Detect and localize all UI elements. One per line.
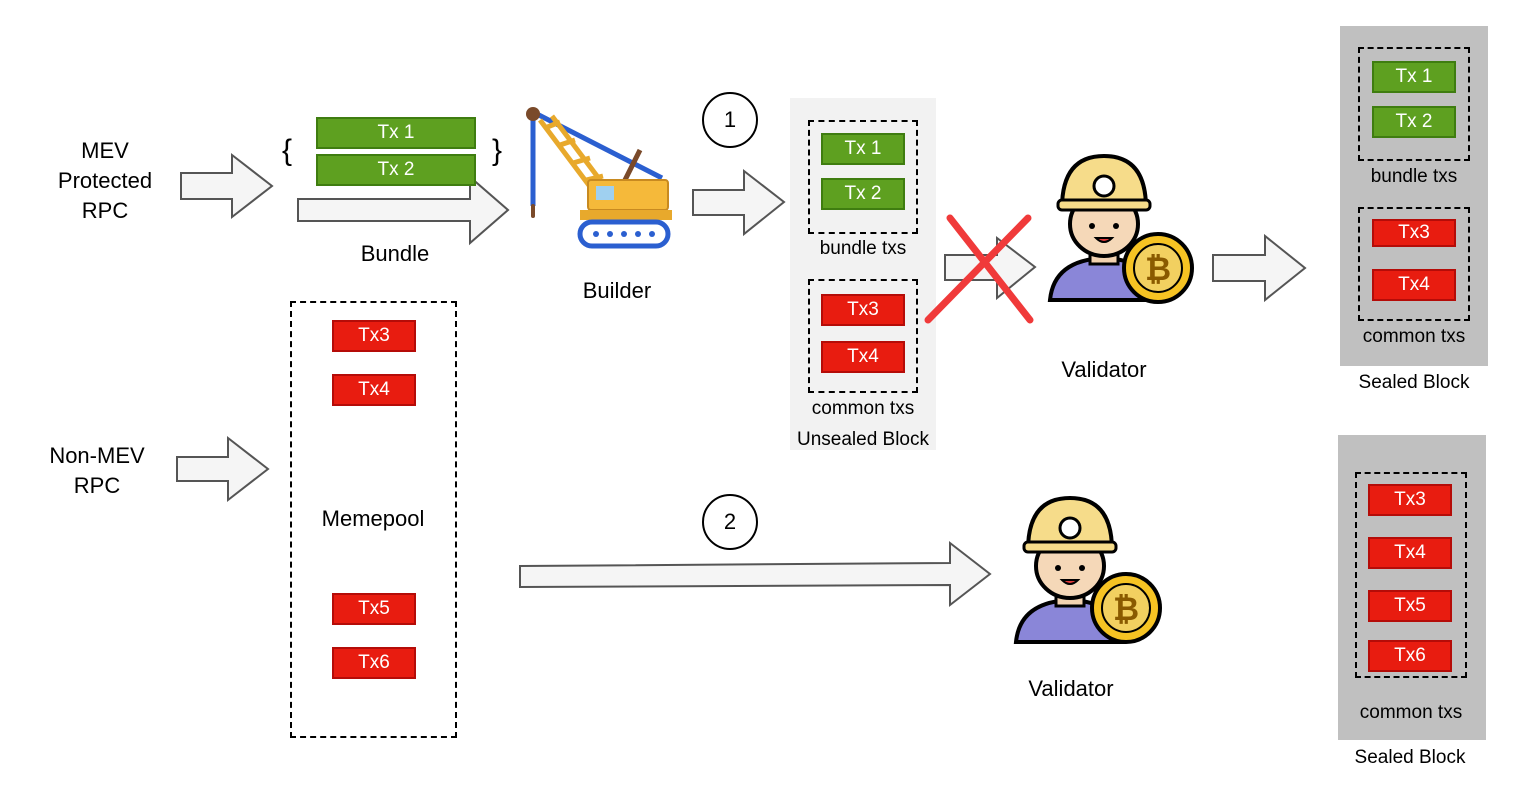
non-mev-rpc-label: Non-MEV RPC (32, 441, 162, 501)
sealed-top-common-tx-4: Tx4 (1372, 269, 1456, 301)
sealed-bottom-tx-3: Tx3 (1368, 484, 1452, 516)
sealed-top-common-label: common txs (1362, 326, 1466, 347)
mev-rpc-line-2: Protected (57, 168, 153, 193)
unsealed-block-label: Unsealed Block (796, 429, 930, 450)
sealed-bottom-common-label: common txs (1359, 702, 1463, 723)
non-mev-rpc-line-2: RPC (73, 473, 121, 498)
memepool-tx-6: Tx6 (332, 647, 416, 679)
sealed-bottom-tx-5: Tx5 (1368, 590, 1452, 622)
path-1-marker: 1 (702, 92, 758, 148)
memepool-tx-3: Tx3 (332, 320, 416, 352)
bundle-brace-open: { (282, 134, 293, 167)
svg-text:₿: ₿ (1113, 590, 1139, 628)
reject-cross-icon (924, 214, 1034, 324)
validator-bottom-label: Validator (1028, 676, 1114, 701)
bundle-tx-1: Tx 1 (316, 117, 476, 149)
builder-label: Builder (582, 278, 652, 303)
bundle-tx-2: Tx 2 (316, 154, 476, 186)
unsealed-bundle-label: bundle txs (819, 238, 907, 259)
memepool-tx-5: Tx5 (332, 593, 416, 625)
sealed-bottom-common-group (1355, 472, 1467, 678)
sealed-top-bundle-label: bundle txs (1370, 166, 1458, 187)
sealed-top-common-group (1358, 207, 1470, 321)
unsealed-common-label: common txs (811, 398, 915, 419)
unsealed-bundle-group (808, 120, 918, 234)
crane-icon (526, 107, 672, 249)
sealed-block-top-label: Sealed Block (1358, 372, 1470, 393)
bundle-arrow (297, 174, 510, 246)
validator-bottom-icon: ₿ (1013, 495, 1162, 644)
mev-rpc-line-1: MEV (81, 138, 129, 163)
unsealed-common-tx-4: Tx4 (821, 341, 905, 373)
memepool-tx-4: Tx4 (332, 374, 416, 406)
bundle-label: Bundle (360, 241, 430, 266)
validator-top-label: Validator (1061, 357, 1147, 382)
validator-to-sealed-arrow (1212, 233, 1307, 303)
sealed-top-bundle-group (1358, 47, 1470, 161)
unsealed-bundle-tx-1: Tx 1 (821, 133, 905, 165)
memepool-label: Memepool (321, 506, 425, 531)
unsealed-bundle-tx-2: Tx 2 (821, 178, 905, 210)
memepool-to-validator-arrow (519, 540, 992, 608)
sealed-top-bundle-tx-1: Tx 1 (1372, 61, 1456, 93)
path-2-marker: 2 (702, 494, 758, 550)
sealed-bottom-tx-4: Tx4 (1368, 537, 1452, 569)
unsealed-common-group (808, 279, 918, 393)
mev-rpc-label: MEV Protected RPC (40, 136, 170, 226)
non-mev-rpc-arrow (176, 435, 270, 503)
sealed-block-bottom-label: Sealed Block (1354, 747, 1466, 768)
unsealed-common-tx-3: Tx3 (821, 294, 905, 326)
non-mev-rpc-line-1: Non-MEV (49, 443, 145, 468)
sealed-top-common-tx-3: Tx3 (1372, 219, 1456, 247)
memepool-box (290, 301, 457, 738)
mev-rpc-arrow (180, 152, 274, 220)
sealed-top-bundle-tx-2: Tx 2 (1372, 106, 1456, 138)
mev-rpc-line-3: RPC (81, 198, 129, 223)
sealed-bottom-tx-6: Tx6 (1368, 640, 1452, 672)
svg-text:₿: ₿ (1145, 250, 1171, 288)
bundle-brace-close: } (492, 134, 503, 167)
validator-top-icon: ₿ (1047, 153, 1194, 304)
builder-to-block-arrow (692, 168, 786, 237)
